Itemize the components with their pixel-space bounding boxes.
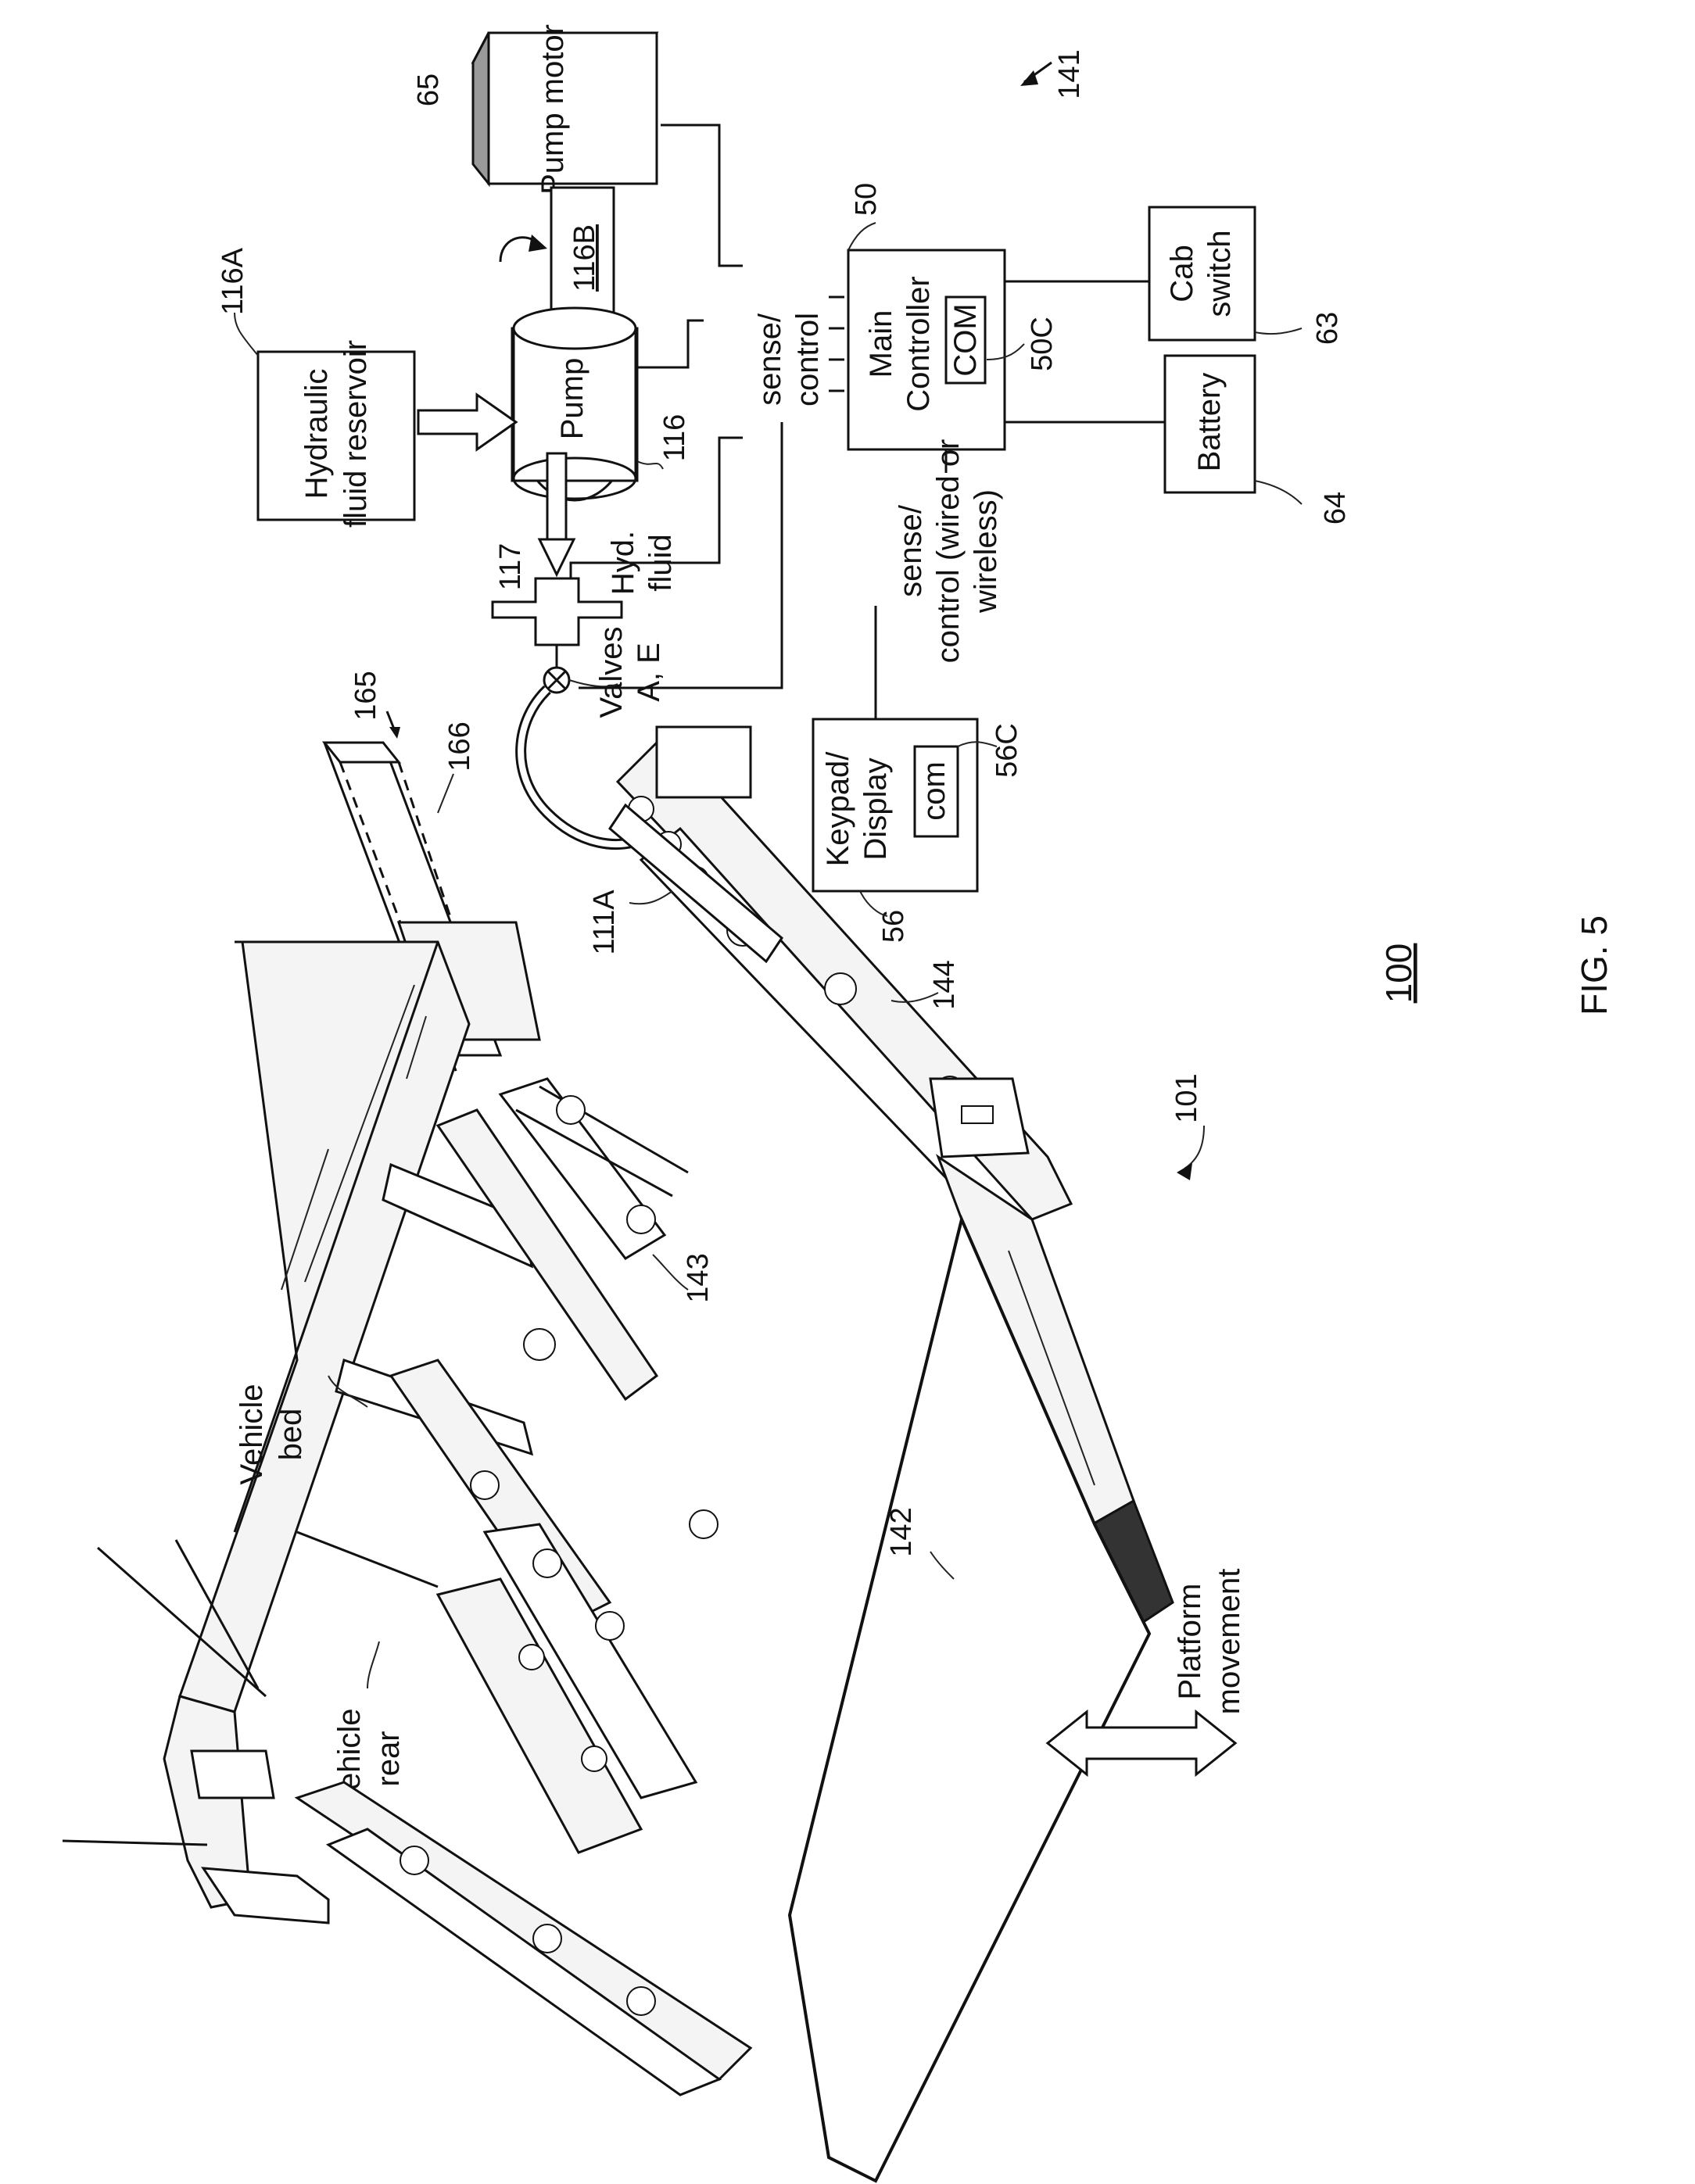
platform-movement: Platform movement <box>1045 1569 1246 1778</box>
cab-switch-label-2: switch <box>1202 230 1237 317</box>
pump-label: Pump <box>555 358 589 440</box>
ref-101-label: 101 <box>1170 1073 1203 1122</box>
sense-control-wiring: sense/ control <box>569 124 844 689</box>
cab-switch-ref: 63 <box>1311 312 1344 345</box>
ref-141-label: 141 <box>1053 49 1086 98</box>
reservoir-to-pump-arrow <box>417 392 518 452</box>
reservoir-label-1: Hydraulic <box>299 369 334 499</box>
stow-165: 165 <box>349 671 382 720</box>
keypad-label-1: Keypad/ <box>821 751 855 867</box>
pump-ref: 116 <box>658 414 691 462</box>
stow-166: 166 <box>443 721 476 771</box>
platform-movement-label-2: movement <box>1212 1569 1246 1715</box>
control-system: Pump motor 65 116B Pump 116 Hydraulic f <box>217 24 1352 943</box>
hydraulic-fluid-reservoir: Hydraulic fluid reservoir 116A <box>217 247 416 528</box>
vehicle-bed-label-1: Vehicle <box>235 1384 269 1485</box>
keypad-com: com <box>917 761 951 821</box>
reservoir-ref: 116A <box>217 247 249 315</box>
sense-control-1-label-1: sense/ <box>753 313 787 406</box>
vehicle-bed: Vehicle bed Vehicle rear <box>62 940 534 1924</box>
battery: Battery 64 <box>1005 354 1352 525</box>
arm-143: 143 <box>682 1253 715 1302</box>
pump-shaft: 116B <box>499 186 615 330</box>
keypad-display: Keypad/ Display com 56 56C <box>812 718 1023 943</box>
platform-ref: 142 <box>885 1507 918 1556</box>
platform-movement-label-1: Platform <box>1173 1584 1207 1700</box>
cab-switch-label-1: Cab <box>1165 245 1199 302</box>
arm-144: 144 <box>928 960 961 1009</box>
pump-motor-ref: 65 <box>412 73 445 106</box>
battery-ref: 64 <box>1319 492 1352 525</box>
main-controller-label-1: Main <box>864 310 898 378</box>
vehicle-bed-label-2: bed <box>274 1409 308 1461</box>
valves-label-2: A, E <box>632 643 666 702</box>
sense-control-2-label-3: wireless) <box>969 489 1003 614</box>
pump-motor: Pump motor 65 <box>412 24 659 195</box>
assembly-ref: 100 <box>1378 943 1419 1004</box>
main-controller: Main Controller COM 50 50C <box>847 183 1059 451</box>
cab-switch: Cab switch 63 <box>1005 206 1344 345</box>
pump: Pump 116 <box>511 306 691 502</box>
valve-block-ref: 117 <box>494 543 527 591</box>
main-controller-com: COM <box>948 303 983 376</box>
main-controller-label-2: Controller <box>901 276 936 411</box>
main-controller-com-ref: 50C <box>1026 317 1059 371</box>
figure-label: FIG. 5 <box>1574 915 1614 1015</box>
valves-label-1: Valves <box>594 626 629 718</box>
sense-control-1-label-2: control <box>790 313 825 406</box>
valve-block: 117 Valves A, E <box>491 543 666 850</box>
platform-142 <box>787 1214 1152 2183</box>
sense-control-2-label-2: control (wired or <box>931 439 966 664</box>
arm-111a: 111A <box>588 890 621 955</box>
pump-motor-label: Pump motor <box>536 24 570 195</box>
reservoir-label-2: fluid reservoir <box>339 340 373 528</box>
sense-control-2-label-1: sense/ <box>894 504 928 597</box>
ref-101: 101 <box>1170 1073 1205 1180</box>
shaft-ref: 116B <box>568 224 601 292</box>
liftgate-mechanism: 111A 144 143 <box>294 725 1246 2183</box>
keypad-com-ref: 56C <box>991 723 1023 778</box>
battery-label: Battery <box>1192 373 1227 472</box>
main-controller-ref: 50 <box>850 183 883 216</box>
keypad-label-2: Display <box>858 757 893 860</box>
sense-control-2: sense/ control (wired or wireless) <box>829 439 1003 768</box>
vehicle-rear-label-2: rear <box>371 1731 406 1786</box>
ref-141: 141 <box>1020 49 1086 99</box>
